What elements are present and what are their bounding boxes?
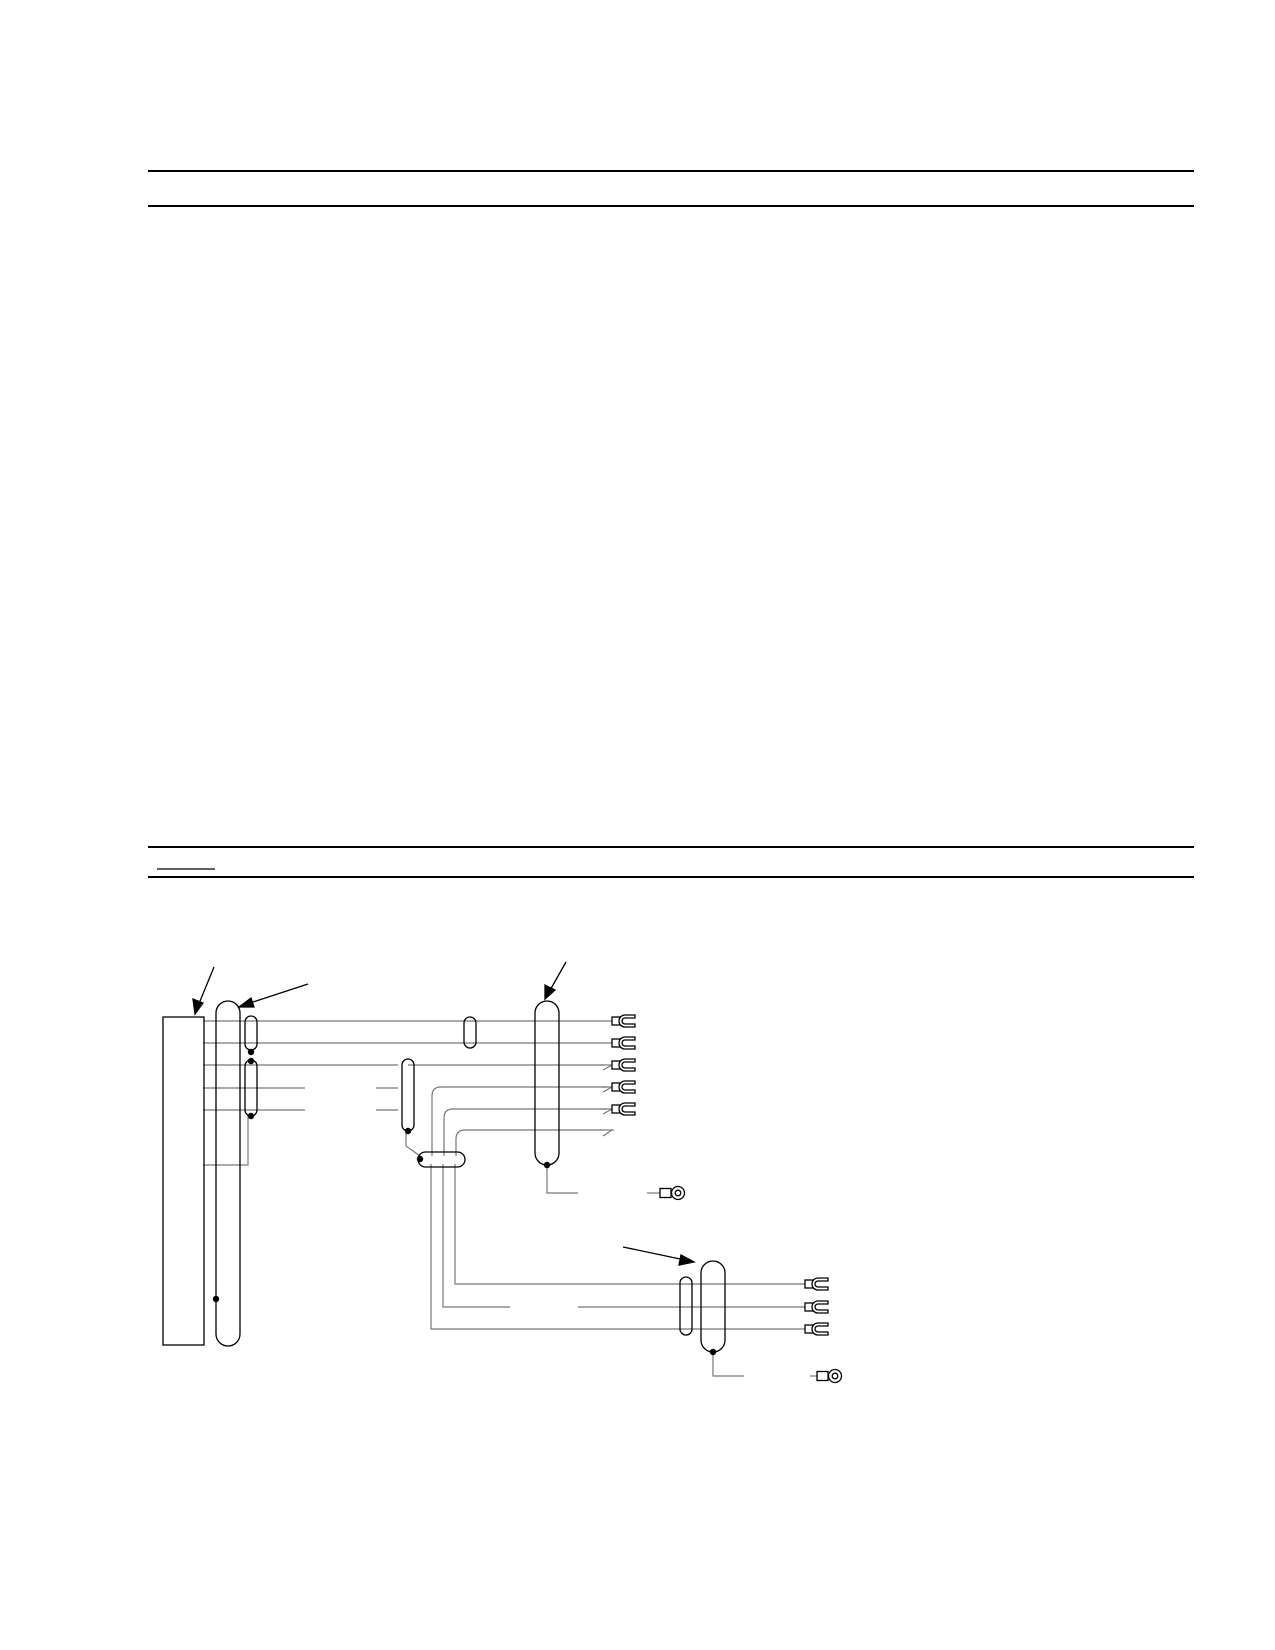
wires [203,1020,817,1377]
ring-terminal-lower [816,1368,843,1384]
upper-breakout-dot [543,1161,551,1169]
sleeve-pair-upper-dot [247,1048,255,1056]
spade-terminal-4 [611,1080,636,1094]
mid-sleeve-bundle [401,1058,415,1132]
spade-terminal-5 [611,1102,636,1116]
main-harness-junction-dot [212,1295,220,1303]
sleeve-pair-lower-dot [247,1112,255,1120]
main-harness-sheath [215,1000,241,1347]
lower-breakout-dot [709,1348,717,1356]
mid-sleeve-short [463,1016,477,1049]
upper-breakout-sheath [534,1000,560,1166]
spade-terminal-7 [804,1300,829,1314]
upper-terminals [611,1014,686,1201]
branch-junction-dot [416,1155,424,1163]
sleeve-pair-lower-top-dot [247,1057,255,1065]
spade-terminal-2 [611,1036,636,1050]
spade-terminal-1 [611,1014,636,1028]
mid-sleeve-bundle-dot [404,1127,412,1135]
cable-entry-box [162,1016,205,1346]
lower-terminals [804,1277,843,1384]
leader-arrows [192,961,696,1266]
lower-breakout-sheath-inner [679,1276,693,1336]
branch-junction-sleeve [417,1151,466,1168]
ring-terminal-upper [659,1185,686,1201]
spade-terminal-8 [804,1322,829,1336]
spade-terminal-3 [611,1058,636,1072]
spade-terminal-6 [804,1277,829,1291]
